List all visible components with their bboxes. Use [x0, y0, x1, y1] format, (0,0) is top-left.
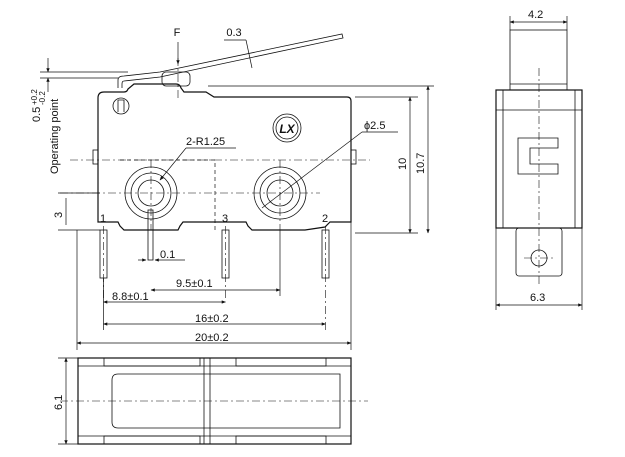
operating-point-tol-plus: +0.2 — [30, 89, 39, 105]
radius-label: 2-R1.25 — [186, 136, 225, 148]
switch-body — [97, 83, 352, 231]
spacing-16-label: 16±0.2 — [195, 313, 229, 325]
pin-2-label: 2 — [322, 213, 328, 225]
side-cutout — [517, 137, 559, 175]
operating-point-value: 0.5 — [31, 107, 43, 122]
height-10-7-label: 10.7 — [415, 153, 427, 174]
pin-width-label: 0.1 — [160, 249, 175, 261]
pin-3-label: 3 — [222, 213, 228, 225]
lever-arm — [117, 33, 344, 88]
pin-height-label: 3 — [53, 212, 65, 218]
lever-thickness-label: 0.3 — [226, 27, 241, 39]
pin-1-label: 1 — [100, 213, 106, 225]
spacing-8-8-label: 8.8±0.1 — [112, 291, 149, 303]
bottom-height-label: 6.1 — [53, 395, 65, 410]
bottom-cover — [111, 373, 341, 429]
front-view: LX — [60, 33, 370, 330]
bottom-view: 6.1 — [53, 357, 368, 445]
pin-3 — [221, 226, 230, 300]
side-width-top-label: 4.2 — [528, 9, 543, 21]
force-label: F — [174, 27, 181, 39]
height-10-label: 10 — [397, 158, 409, 170]
brand-logo: LX — [272, 113, 302, 143]
svg-text:LX: LX — [279, 122, 295, 136]
bottom-body — [77, 357, 352, 445]
spacing-9-5-label: 9.5±0.1 — [176, 278, 213, 290]
side-view: 4.2 6.3 — [495, 9, 583, 310]
front-dimensions: F 0.3 0.5 +0.2 -0.2 Operating point 2-R1… — [30, 27, 434, 350]
rivet-mark-inner — [117, 99, 125, 112]
side-tab-right — [350, 149, 357, 165]
side-width-bottom-label: 6.3 — [530, 292, 545, 304]
side-tab-left — [92, 149, 99, 165]
rivet-mark — [112, 97, 130, 115]
hole-diameter-label: ϕ2.5 — [364, 120, 385, 132]
operating-point-label: Operating point — [49, 99, 61, 174]
spacing-20-label: 20±0.2 — [195, 332, 229, 344]
plunger — [161, 71, 191, 87]
operating-point-tol-minus: -0.2 — [38, 91, 47, 105]
pin-shaft — [147, 209, 154, 261]
side-plunger — [509, 29, 568, 91]
pin-2 — [321, 226, 330, 330]
